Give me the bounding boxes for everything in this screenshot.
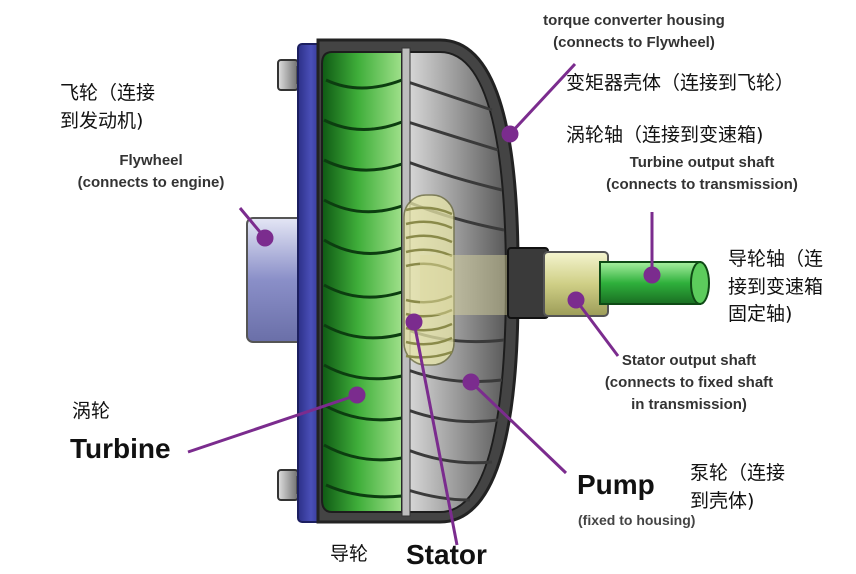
flywheel-label-en-line1: Flywheel xyxy=(119,152,183,169)
housing-label-en: torque converter housing (connects to Fl… xyxy=(519,10,749,54)
turbine-label-zh: 涡轮 xyxy=(72,400,111,422)
shaft-collar xyxy=(507,247,549,319)
flywheel-label-en-line2: (connects to engine) xyxy=(77,173,225,191)
stator-shaft-label-en-line3: in transmission) xyxy=(631,395,747,413)
flywheel-label-zh-line1: 飞轮（连接 xyxy=(60,82,156,104)
stator-shaft-label-en-line1: Stator output shaft xyxy=(621,352,757,369)
housing-label-en-line2: (connects to Flywheel) xyxy=(553,33,715,51)
pump-label-sub: (fixed to housing) xyxy=(578,512,696,528)
turbine-shaft-label-zh: 涡轮轴（连接到变速箱) xyxy=(566,124,764,146)
turbine-label-en: Turbine xyxy=(70,433,171,464)
turbine-shaft-label-en: Turbine output shaft (connects to transm… xyxy=(576,152,828,196)
flywheel-label-zh: 飞轮（连接 到发动机) xyxy=(60,80,155,135)
housing-label-zh: 变矩器壳体（连接到飞轮） xyxy=(566,72,795,94)
pump-label-zh: 泵轮（连接 到壳体) xyxy=(690,460,785,515)
stator-shaft-label-zh-line1: 导轮轴（连 xyxy=(728,248,824,270)
turbine-shaft-label-en-line2: (connects to transmission) xyxy=(606,175,798,193)
flywheel-label-zh-line2: 到发动机) xyxy=(60,109,144,132)
housing-label-en-line1: torque converter housing xyxy=(543,12,725,29)
stator-shaft-label-zh-line2: 接到变速箱 xyxy=(728,275,824,298)
pump-label-zh-line2: 到壳体) xyxy=(690,489,755,512)
stator-shaft-label-zh-line3: 固定轴) xyxy=(728,303,793,326)
stator-shaft-label-en-line2: (connects to fixed shaft xyxy=(604,373,774,391)
turbine-blades xyxy=(323,78,403,499)
pump-label-zh-line1: 泵轮（连接 xyxy=(690,462,786,484)
turbine-body xyxy=(321,51,403,513)
pump-label-en: Pump xyxy=(577,469,655,500)
stator-shaft-label-zh: 导轮轴（连 接到变速箱 固定轴) xyxy=(728,246,823,329)
turbine-shaft-label-en-line1: Turbine output shaft xyxy=(629,154,775,171)
callouts xyxy=(187,62,661,546)
stator-shaft-label-en: Stator output shaft (connects to fixed s… xyxy=(578,350,800,415)
stator-label-en: Stator xyxy=(406,539,487,570)
stator-label-zh: 导轮 xyxy=(330,543,369,565)
flywheel-label-en: Flywheel (connects to engine) xyxy=(54,150,248,194)
